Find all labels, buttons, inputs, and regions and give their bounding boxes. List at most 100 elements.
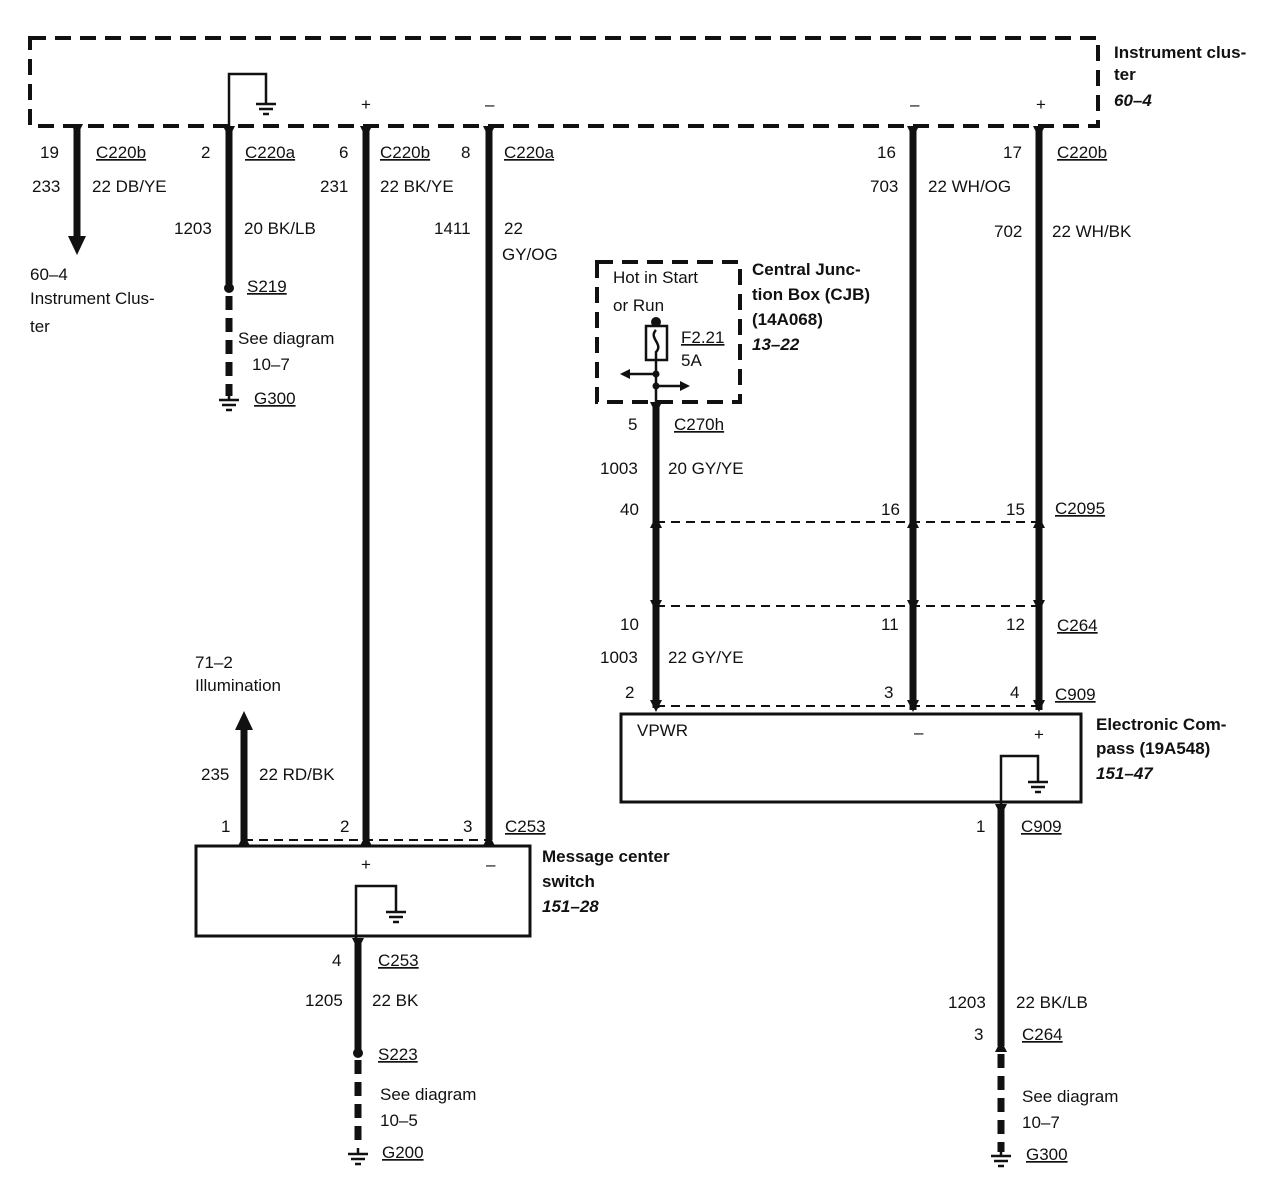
- circuit-1203-compass: 1203: [948, 993, 986, 1012]
- see-diagram-label-compass: See diagram: [1022, 1087, 1118, 1106]
- ground-symbol-icon: [256, 102, 276, 116]
- conn-c220b-17: C220b: [1057, 143, 1107, 162]
- illum-label: Illumination: [195, 676, 281, 695]
- conn-c2095: C2095: [1055, 499, 1105, 518]
- splice-dot-icon: [224, 283, 234, 293]
- pin-arrow-icon: [907, 126, 919, 138]
- splice-dot-icon: [353, 1048, 363, 1058]
- cluster-minus-sign-2: –: [910, 95, 920, 114]
- gauge-1003-lower: 22 GY/YE: [668, 648, 744, 667]
- dest-60-4-ref: 60–4: [30, 265, 68, 284]
- pin-c264-10: 10: [620, 615, 639, 634]
- conn-c220a-2: C220a: [245, 143, 296, 162]
- circuit-1205: 1205: [305, 991, 343, 1010]
- compass-part-number: pass (19A548): [1096, 739, 1210, 758]
- conn-c253-lower: C253: [378, 951, 419, 970]
- instrument-cluster-box: [28, 36, 1100, 128]
- see-diagram-ref-compass: 10–7: [1022, 1113, 1060, 1132]
- gauge-1003: 20 GY/YE: [668, 459, 744, 478]
- pin-c909-1: 1: [976, 817, 985, 836]
- ground-g200: G200: [382, 1143, 424, 1162]
- illum-ref: 71–2: [195, 653, 233, 672]
- connector-arrows: [238, 834, 495, 846]
- circuit-703: 703: [870, 177, 898, 196]
- switch-minus: –: [486, 855, 496, 874]
- fuse-f2-21: F2.21: [681, 328, 724, 347]
- pin-16: 16: [877, 143, 896, 162]
- dest-60-4-name-cont: ter: [30, 317, 50, 336]
- fuse-amps: 5A: [681, 351, 702, 370]
- switch-name-cont: switch: [542, 872, 595, 891]
- arrow-right-icon: [680, 381, 690, 391]
- cjb-ref: 13–22: [752, 335, 800, 354]
- see-diagram-ref-switch: 10–5: [380, 1111, 418, 1130]
- pin-2: 2: [201, 143, 210, 162]
- pin-17: 17: [1003, 143, 1022, 162]
- gauge-1411: 22: [504, 219, 523, 238]
- junction-dot-icon: [652, 382, 660, 390]
- instrument-cluster-name: Instrument clus-: [1114, 43, 1246, 62]
- cluster-minus-sign: –: [485, 95, 495, 114]
- arrow-left-icon: [620, 369, 630, 379]
- conn-c909-lower: C909: [1021, 817, 1062, 836]
- pin-c2095-40: 40: [620, 500, 639, 519]
- pin-c264-11: 11: [881, 615, 899, 634]
- pin-8: 8: [461, 143, 470, 162]
- ground-symbol-icon: [219, 392, 239, 412]
- conn-c909: C909: [1055, 685, 1096, 704]
- pin-c909-3: 3: [884, 683, 893, 702]
- cjb-bus-dot-icon: [651, 317, 661, 327]
- cluster-plus-sign: +: [361, 95, 371, 114]
- dest-60-4-name: Instrument Clus-: [30, 289, 155, 308]
- splice-s223: S223: [378, 1045, 418, 1064]
- ground-g300-compass: G300: [1026, 1145, 1068, 1164]
- gauge-1203: 20 BK/LB: [244, 219, 316, 238]
- gauge-703: 22 WH/OG: [928, 177, 1011, 196]
- circuit-702: 702: [994, 222, 1022, 241]
- compass-plus: +: [1034, 725, 1044, 744]
- conn-c264: C264: [1057, 616, 1098, 635]
- cjb-name: Central Junc-: [752, 260, 861, 279]
- switch-ref: 151–28: [542, 897, 599, 916]
- pin-6: 6: [339, 143, 348, 162]
- splice-s219: S219: [247, 277, 287, 296]
- gauge-231: 22 BK/YE: [380, 177, 454, 196]
- cjb-part-number: (14A068): [752, 310, 823, 329]
- compass-vpwr: VPWR: [637, 721, 688, 740]
- circuit-1003-lower: 1003: [600, 648, 638, 667]
- switch-plus: +: [361, 855, 371, 874]
- cluster-internal-ground-wire: [227, 72, 268, 132]
- fuse-element-icon: [652, 329, 660, 360]
- ground-g300: G300: [254, 389, 296, 408]
- ground-symbol-icon: [1028, 780, 1048, 794]
- compass-minus: –: [914, 723, 924, 742]
- cjb-name-cont: tion Box (CJB): [752, 285, 870, 304]
- circuit-1003: 1003: [600, 459, 638, 478]
- conn-c264-lower: C264: [1022, 1025, 1063, 1044]
- gauge-1205: 22 BK: [372, 991, 419, 1010]
- switch-internal-ground-wire: [354, 884, 398, 938]
- pin-c253-1: 1: [221, 817, 230, 836]
- compass-name: Electronic Com-: [1096, 715, 1226, 734]
- pin-c909-4: 4: [1010, 683, 1019, 702]
- pin-arrow-icon: [223, 126, 235, 138]
- ground-symbol-icon: [348, 1148, 368, 1166]
- pin-arrow-icon: [360, 126, 372, 138]
- pin-arrow-icon: [1033, 126, 1045, 138]
- gauge-1203-compass: 22 BK/LB: [1016, 993, 1088, 1012]
- pin-arrow-icon: [995, 804, 1007, 816]
- gauge-1411-color: GY/OG: [502, 245, 558, 264]
- conn-c253: C253: [505, 817, 546, 836]
- pin-arrow-icon: [71, 124, 83, 136]
- pin-arrow-icon: [352, 938, 364, 950]
- cjb-hot-label: Hot in Start: [613, 268, 698, 287]
- instrument-cluster-name-cont: ter: [1114, 65, 1136, 84]
- gauge-702: 22 WH/BK: [1052, 222, 1132, 241]
- pin-arrow-icon: [995, 1040, 1007, 1052]
- instrument-cluster-ref: 60–4: [1114, 91, 1152, 110]
- junction-dot-icon: [652, 370, 660, 378]
- pin-c264-12: 12: [1006, 615, 1025, 634]
- cjb-hot-label-cont: or Run: [613, 296, 664, 315]
- cjb-box: [595, 260, 742, 404]
